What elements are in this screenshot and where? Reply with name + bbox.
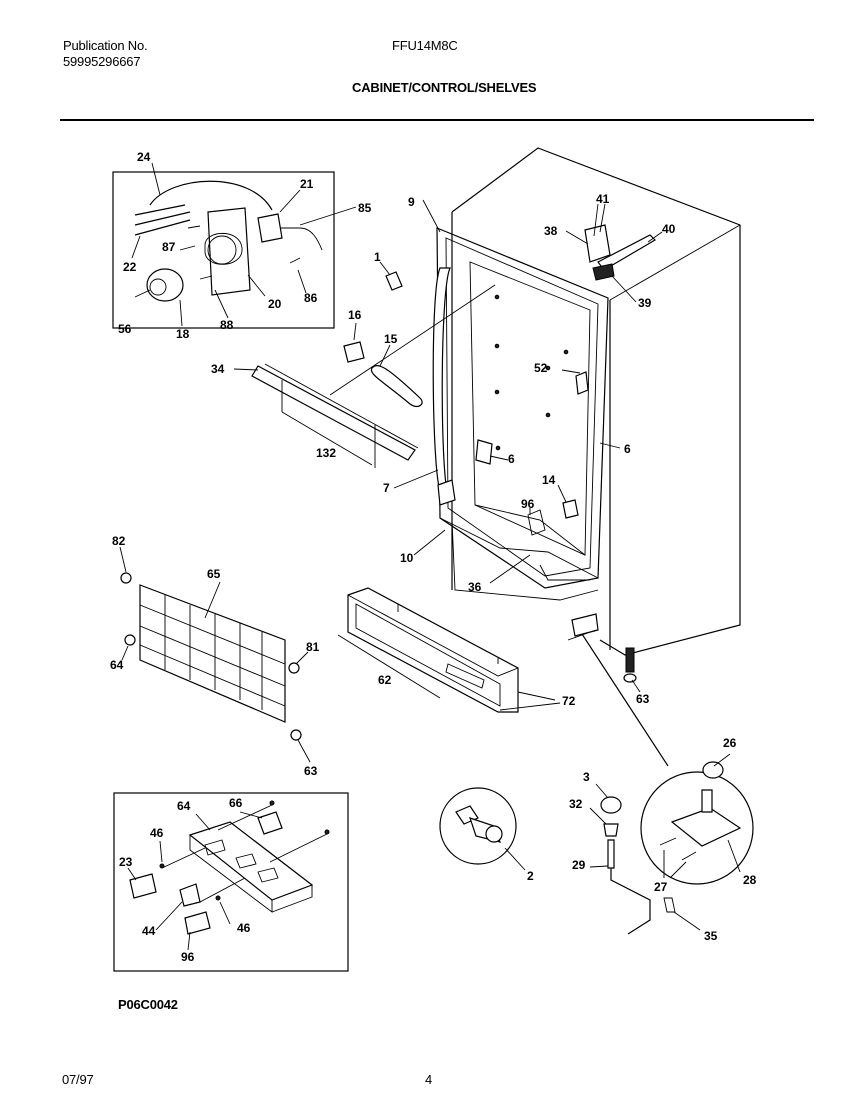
part-label-21: 21 [300, 177, 314, 191]
control-panel-inset [113, 792, 349, 972]
part-label-46-lower: 46 [237, 921, 251, 935]
part-label-36: 36 [468, 580, 482, 594]
part-label-41: 41 [596, 192, 610, 206]
part-label-24: 24 [137, 150, 151, 164]
part-label-9: 9 [408, 195, 415, 209]
part-label-65: 65 [207, 567, 221, 581]
part-label-6-left: 6 [508, 452, 515, 466]
part-label-87: 87 [162, 240, 176, 254]
part-label-56: 56 [118, 322, 132, 336]
part-label-1: 1 [374, 250, 381, 264]
section-title: CABINET/CONTROL/SHELVES [352, 80, 537, 95]
part-label-10: 10 [400, 551, 414, 565]
part-label-29: 29 [572, 858, 586, 872]
part-label-96-cabinet: 96 [521, 497, 535, 511]
toe-panel [337, 587, 561, 713]
cabinet-body [393, 147, 741, 693]
publication-label: Publication No. [63, 38, 148, 53]
part-label-81: 81 [306, 640, 320, 654]
part-label-82: 82 [112, 534, 126, 548]
part-label-34: 34 [211, 362, 225, 376]
part-label-88: 88 [220, 318, 234, 332]
part-label-64-grille: 64 [110, 658, 124, 672]
part-label-3: 3 [583, 770, 590, 784]
part-label-14: 14 [542, 473, 556, 487]
part-label-38: 38 [544, 224, 558, 238]
publication-number: 59995296667 [63, 54, 141, 69]
part-label-132: 132 [316, 446, 336, 460]
part-label-32: 32 [569, 797, 583, 811]
part-label-39: 39 [638, 296, 652, 310]
model-number: FFU14M8C [392, 38, 458, 53]
part-label-40: 40 [662, 222, 676, 236]
door-stop-rod [589, 783, 701, 935]
part-label-44: 44 [142, 924, 156, 938]
part-label-86: 86 [304, 291, 318, 305]
part-label-52: 52 [534, 361, 548, 375]
part-label-62: 62 [378, 673, 392, 687]
part-label-7: 7 [383, 481, 390, 495]
part-label-26: 26 [723, 736, 737, 750]
control-assembly-inset [112, 162, 357, 329]
header-rule [60, 119, 814, 121]
part-label-22: 22 [123, 260, 137, 274]
light-and-rail [233, 261, 496, 468]
part-label-72: 72 [562, 694, 576, 708]
part-label-63-leg: 63 [636, 692, 650, 706]
grille-assembly [119, 546, 311, 763]
part-label-63-grille: 63 [304, 764, 318, 778]
part-label-35: 35 [704, 929, 718, 943]
part-label-18: 18 [176, 327, 190, 341]
part-label-64-panel: 64 [177, 799, 191, 813]
page-number: 4 [425, 1072, 433, 1087]
diagram-code: P06C0042 [118, 997, 178, 1012]
part-label-96-panel: 96 [181, 950, 195, 964]
part-label-27: 27 [654, 880, 668, 894]
part-label-28: 28 [743, 873, 757, 887]
part-label-46-upper: 46 [150, 826, 164, 840]
part-label-20: 20 [268, 297, 282, 311]
part-label-66: 66 [229, 796, 243, 810]
part-label-85: 85 [358, 201, 372, 215]
part-label-23: 23 [119, 855, 133, 869]
hinge-detail [581, 633, 754, 885]
part-label-15: 15 [384, 332, 398, 346]
part-label-16: 16 [348, 308, 362, 322]
footer-date: 07/97 [62, 1072, 94, 1087]
part-label-6-right: 6 [624, 442, 631, 456]
part-label-2: 2 [527, 869, 534, 883]
part-2-detail [439, 787, 526, 871]
